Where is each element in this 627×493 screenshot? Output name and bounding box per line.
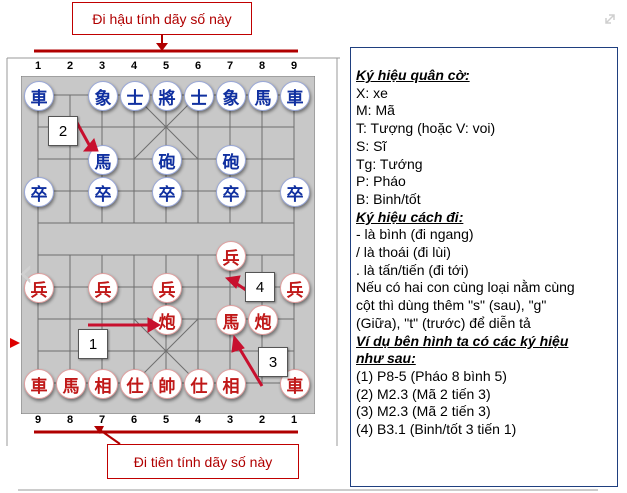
blue-soldier[interactable]: 卒 [280,177,310,207]
red-cannon[interactable]: 炮 [152,305,182,335]
red-soldier[interactable]: 兵 [216,241,246,271]
bottom-number: 6 [130,414,138,426]
bottom-number: 5 [162,414,170,426]
chevron-left-icon[interactable]: ‹ [18,250,34,296]
legend-line: . là tấn/tiến (đi tới) [356,261,469,278]
legend-heading-moves: Ký hiệu cách đi: [356,208,464,225]
blue-cannon[interactable]: 砲 [152,145,182,175]
top-number: 2 [66,60,74,72]
top-number: 6 [194,60,202,72]
legend-heading-example-cont: như sau: [356,350,416,367]
blue-cannon[interactable]: 砲 [216,145,246,175]
top-number: 5 [162,60,170,72]
bottom-number: 1 [290,414,298,426]
red-chariot[interactable]: 車 [24,369,54,399]
bottom-number: 9 [34,414,42,426]
top-number: 4 [130,60,138,72]
bottom-number: 3 [226,414,234,426]
move-marker-4: 4 [245,272,275,302]
legend-line: S: Sĩ [356,137,387,154]
blue-general[interactable]: 將 [152,81,182,111]
bottom-number: 2 [258,414,266,426]
top-number: 3 [98,60,106,72]
blue-elephant[interactable]: 象 [216,81,246,111]
red-soldier[interactable]: 兵 [152,273,182,303]
legend-heading-example: Ví dụ bên hình ta có các ký hiệu [356,332,569,349]
blue-horse[interactable]: 馬 [88,145,118,175]
legend-line: / là thoái (đi lùi) [356,244,451,261]
legend-line: Nếu có hai con cùng loại nằm cùng [356,279,575,296]
expand-icon[interactable] [603,12,617,26]
blue-horse[interactable]: 馬 [248,81,278,111]
move-marker-3: 3 [258,347,288,377]
top-callout: Đi hậu tính dãy số này [72,2,252,35]
legend-heading-pieces: Ký hiệu quân cờ: [356,67,470,83]
top-number: 7 [226,60,234,72]
legend-line: B: Binh/tốt [356,190,421,207]
legend-line: P: Pháo [356,173,406,190]
blue-soldier[interactable]: 卒 [216,177,246,207]
red-horse[interactable]: 馬 [216,305,246,335]
red-advisor[interactable]: 仕 [184,369,214,399]
red-soldier[interactable]: 兵 [24,273,54,303]
blue-elephant[interactable]: 象 [88,81,118,111]
red-elephant[interactable]: 相 [216,369,246,399]
red-cannon[interactable]: 炮 [248,305,278,335]
bottom-number: 7 [98,414,106,426]
blue-soldier[interactable]: 卒 [24,177,54,207]
bottom-number: 4 [194,414,202,426]
legend-line: (Giữa), "t" (trước) để diễn tả [356,314,531,331]
top-number: 9 [290,60,298,72]
top-number: 1 [34,60,42,72]
legend-line: X: xe [356,84,388,101]
blue-soldier[interactable]: 卒 [152,177,182,207]
bottom-callout: Đi tiên tính dãy số này [107,444,299,479]
move-marker-2: 2 [48,116,78,146]
legend-line: M: Mã [356,102,395,119]
blue-soldier[interactable]: 卒 [88,177,118,207]
red-soldier[interactable]: 兵 [88,273,118,303]
red-soldier[interactable]: 兵 [280,273,310,303]
blue-chariot[interactable]: 車 [280,81,310,111]
legend-example-1: (1) P8-5 (Pháo 8 bình 5) [356,367,507,384]
red-elephant[interactable]: 相 [88,369,118,399]
move-marker-1: 1 [78,329,108,359]
legend-line: cột thì dùng thêm "s" (sau), "g" [356,297,547,314]
legend-example-2: (2) M2.3 (Mã 2 tiến 3) [356,385,491,402]
top-number: 8 [258,60,266,72]
legend-line: Tg: Tướng [356,155,423,172]
legend-panel: Ký hiệu quân cờ: X: xe M: Mã T: Tượng (h… [350,47,618,487]
bottom-number: 8 [66,414,74,426]
red-horse[interactable]: 馬 [56,369,86,399]
legend-example-3: (3) M2.3 (Mã 2 tiến 3) [356,403,491,420]
red-advisor[interactable]: 仕 [120,369,150,399]
legend-example-4: (4) B3.1 (Binh/tốt 3 tiến 1) [356,421,517,438]
legend-line: T: Tượng (hoặc V: voi) [356,120,496,137]
legend-line: - là bình (đi ngang) [356,226,474,243]
red-general[interactable]: 帥 [152,369,182,399]
blue-advisor[interactable]: 士 [184,81,214,111]
blue-advisor[interactable]: 士 [120,81,150,111]
blue-chariot[interactable]: 車 [24,81,54,111]
